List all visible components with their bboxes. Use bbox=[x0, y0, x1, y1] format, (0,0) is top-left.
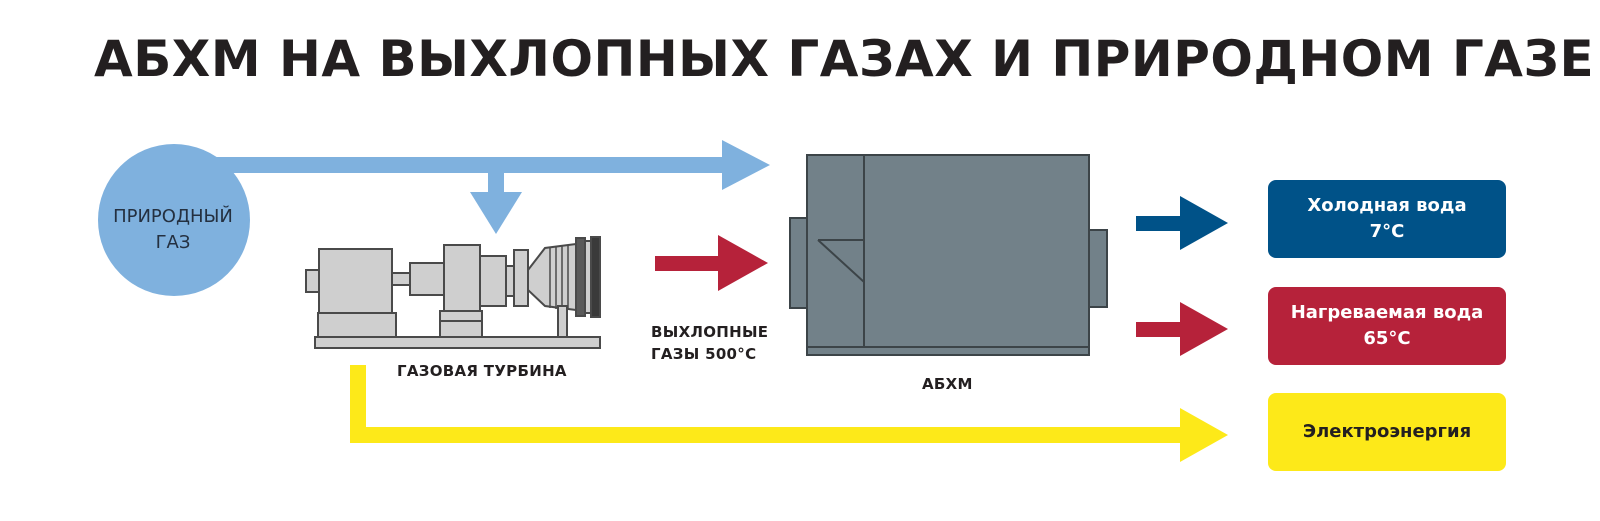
gas-arrow-to-chiller bbox=[722, 140, 770, 190]
natural-gas-label: ПРИРОДНЫЙ ГАЗ bbox=[96, 204, 250, 256]
chiller-label: АБХМ bbox=[922, 375, 973, 393]
cold-water-arrow bbox=[1180, 196, 1228, 250]
natural-gas-circle bbox=[98, 144, 250, 296]
exhaust-label-line2: ГАЗЫ 500°С bbox=[651, 345, 757, 363]
absorption-chiller-unit bbox=[789, 154, 1108, 356]
cold-water-temp: 7°С bbox=[1369, 221, 1405, 242]
gas-line-horizontal bbox=[215, 157, 730, 173]
cold-water-line bbox=[1136, 216, 1186, 231]
page-title: АБХМ НА ВЫХЛОПНЫХ ГАЗАХ И ПРИРОДНОМ ГАЗЕ bbox=[94, 30, 1595, 88]
hot-water-temp: 65°С bbox=[1363, 328, 1411, 349]
hot-water-title: Нагреваемая вода bbox=[1290, 302, 1484, 323]
turbine-label: ГАЗОВАЯ ТУРБИНА bbox=[397, 362, 567, 380]
electricity-title: Электроэнергия bbox=[1302, 421, 1472, 442]
exhaust-label: ВЫХЛОПНЫЕ ГАЗЫ 500°С bbox=[651, 321, 768, 365]
natural-gas-label-line2: ГАЗ bbox=[155, 232, 191, 253]
gas-line-down bbox=[488, 173, 504, 195]
exhaust-label-line1: ВЫХЛОПНЫЕ bbox=[651, 323, 769, 341]
gas-arrow-to-turbine bbox=[470, 192, 522, 234]
gas-turbine-illustration bbox=[305, 236, 601, 349]
electricity-line-vertical bbox=[350, 365, 366, 443]
hot-water-box: Нагреваемая вода 65°С bbox=[1268, 287, 1506, 365]
hot-water-line bbox=[1136, 322, 1186, 337]
electricity-box: Электроэнергия bbox=[1268, 393, 1506, 471]
cold-water-title: Холодная вода bbox=[1307, 195, 1467, 216]
electricity-arrow bbox=[1180, 408, 1228, 462]
cold-water-box: Холодная вода 7°С bbox=[1268, 180, 1506, 258]
exhaust-line bbox=[655, 256, 727, 271]
electricity-line-horizontal bbox=[350, 427, 1186, 443]
exhaust-arrow bbox=[718, 235, 768, 291]
hot-water-arrow bbox=[1180, 302, 1228, 356]
natural-gas-label-line1: ПРИРОДНЫЙ bbox=[113, 206, 233, 227]
